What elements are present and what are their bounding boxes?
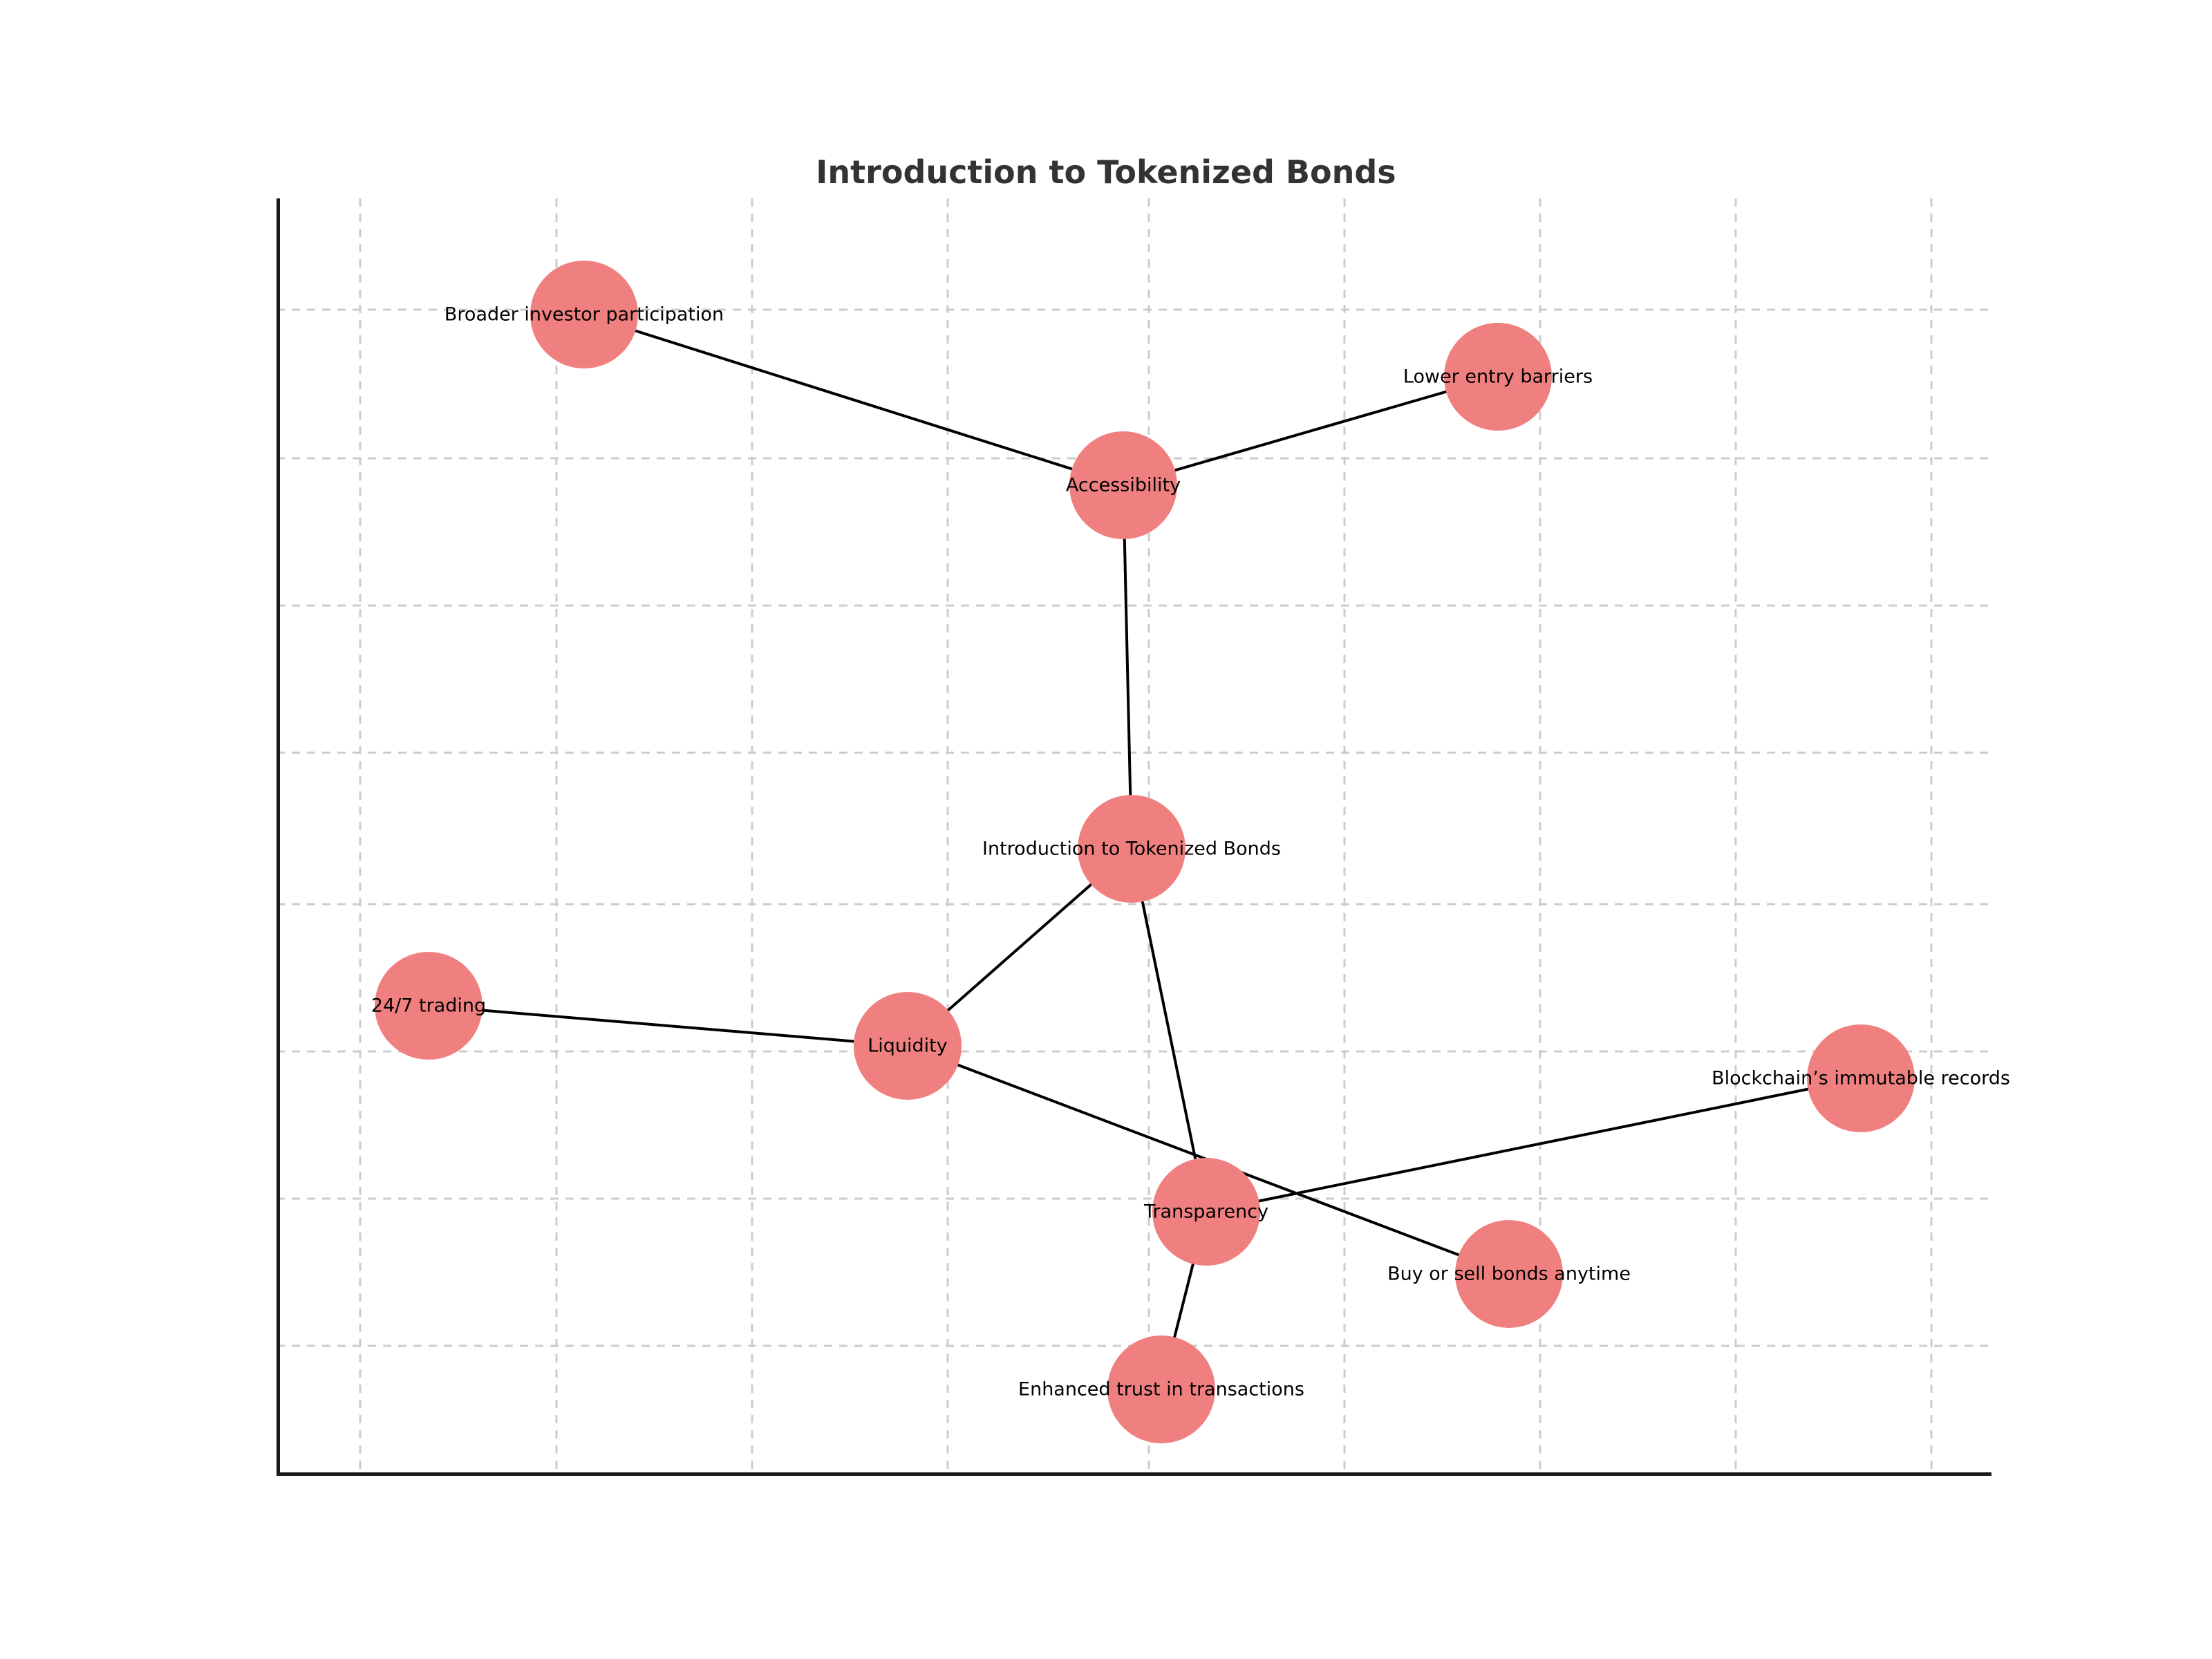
node-circle[interactable] — [375, 952, 482, 1060]
axis-spine-bottom — [276, 1472, 1991, 1476]
node-label: Blockchain’s immutable records — [1712, 1067, 2010, 1089]
page-title: Introduction to Tokenized Bonds — [816, 153, 1396, 191]
node-circle[interactable] — [530, 261, 638, 368]
node-circle[interactable] — [1078, 795, 1185, 903]
node-circle[interactable] — [1107, 1335, 1215, 1443]
network-edge — [1122, 485, 1133, 850]
axis-spine-left — [276, 198, 280, 1476]
node-label: Buy or sell bonds anytime — [1387, 1263, 1631, 1285]
node-label: Introduction to Tokenized Bonds — [982, 838, 1281, 860]
network-edge — [428, 1004, 908, 1047]
node-label: 24/7 trading — [371, 995, 487, 1017]
node-label: Lower entry barriers — [1403, 366, 1593, 388]
node-circle[interactable] — [1444, 323, 1552, 431]
node-label: Accessibility — [1065, 474, 1181, 496]
network-edge — [583, 313, 1124, 487]
node-circle[interactable] — [1807, 1024, 1915, 1132]
network-edge — [1206, 1077, 1862, 1213]
node-label: Broader investor participation — [444, 303, 724, 326]
network-edge — [1123, 375, 1499, 487]
node-label: Transparency — [1143, 1201, 1269, 1223]
network-edge — [1130, 848, 1208, 1212]
node-circle[interactable] — [1069, 431, 1177, 539]
node-label: Enhanced trust in transactions — [1018, 1378, 1304, 1400]
node-circle[interactable] — [854, 992, 962, 1100]
node-label: Liquidity — [868, 1035, 948, 1057]
node-circle[interactable] — [1455, 1220, 1563, 1328]
node-circle[interactable] — [1152, 1158, 1260, 1266]
